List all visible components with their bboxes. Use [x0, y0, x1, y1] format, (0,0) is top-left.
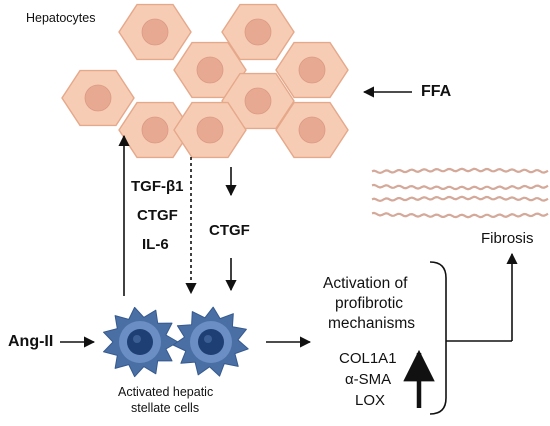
hepatocytes-label: Hepatocytes: [26, 11, 96, 25]
hepatocyte-cell-icon: [118, 3, 192, 61]
ffa-label: FFA: [421, 83, 452, 100]
hepatocyte-cell-icon: [173, 101, 247, 159]
il6-label: IL-6: [142, 236, 169, 253]
hepatocyte-cell-icon: [221, 3, 295, 61]
fibrosis-fibers-icon: [371, 167, 549, 219]
ctgf-left-label: CTGF: [137, 207, 178, 224]
ctgf-right-label: CTGF: [209, 222, 250, 239]
tgf-beta1-label: TGF-β1: [131, 178, 184, 195]
stellate-label-line1: Activated hepatic: [118, 385, 214, 399]
ang-ii-label: Ang-II: [8, 333, 54, 350]
hepatocyte-cell-icon: [61, 69, 135, 127]
activation-label-line1: Activation of: [323, 275, 408, 292]
hepatocyte-cell-icon: [221, 72, 295, 130]
stellate-cell-icon: [103, 306, 179, 378]
hepatocyte-cell-icon: [275, 101, 349, 159]
grouping-bracket: [429, 261, 447, 415]
activation-label-line3: mechanisms: [328, 315, 415, 332]
col1a1-label: COL1A1: [339, 350, 397, 367]
hepatocyte-cell-icon: [275, 41, 349, 99]
stellate-label-line2: stellate cells: [131, 401, 200, 415]
hepatocyte-cluster: [61, 3, 349, 159]
hepatocyte-cell-icon: [118, 101, 192, 159]
stellate-cell-group: [103, 306, 249, 378]
activation-label-line2: profibrotic: [335, 295, 404, 312]
fibrosis-label: Fibrosis: [481, 230, 534, 247]
alpha-sma-label: α-SMA: [345, 371, 392, 388]
lox-label: LOX: [355, 392, 386, 409]
stellate-cell-icon: [172, 306, 249, 377]
